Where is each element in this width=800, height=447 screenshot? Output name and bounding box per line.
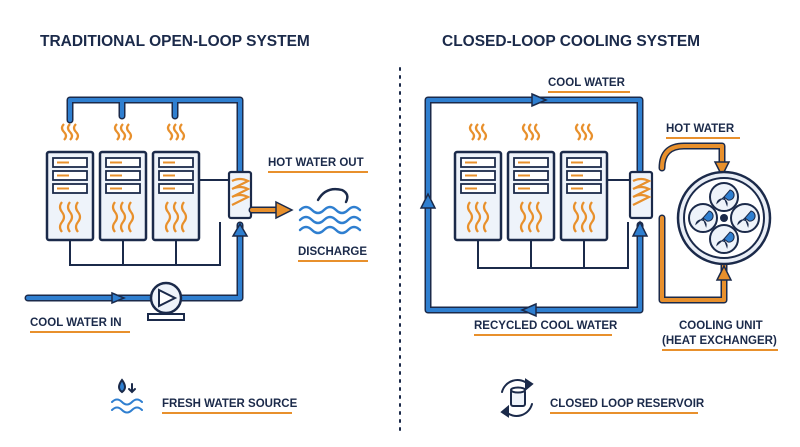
closed-loop-panel: CLOSED-LOOP COOLING SYSTEM — [419, 33, 778, 418]
server-rack-icon — [559, 150, 609, 242]
water-drop-icon — [111, 378, 143, 414]
hot-flow-arrow-icon — [715, 264, 733, 281]
flow-arrow-icon — [631, 220, 649, 237]
heat-wave-icon — [113, 122, 133, 142]
recycle-tank-icon — [500, 378, 534, 418]
heat-wave-icon — [574, 122, 594, 142]
heat-wave-icon — [468, 122, 488, 142]
discharge-label: DISCHARGE — [298, 246, 367, 258]
heat-exchanger-coil-icon — [227, 170, 253, 220]
hot-flow-arrow-icon — [713, 161, 731, 178]
closed-loop-title: CLOSED-LOOP COOLING SYSTEM — [442, 33, 700, 50]
fan-icon — [676, 170, 772, 266]
cooling-unit-label: COOLING UNIT — [679, 320, 763, 332]
flow-arrow-icon — [111, 291, 126, 305]
server-rack-icon — [45, 150, 95, 242]
hot-water-out-label: HOT WATER OUT — [268, 157, 364, 169]
discharge-waves-icon — [298, 187, 362, 235]
closed-loop-hot-pipes — [660, 144, 726, 302]
closed-loop-reservoir-legend: CLOSED LOOP RESERVOIR — [550, 398, 705, 410]
water-pump-icon — [147, 281, 185, 321]
flow-arrow-icon — [520, 302, 537, 318]
open-loop-title: TRADITIONAL OPEN-LOOP SYSTEM — [40, 33, 310, 50]
heat-wave-icon — [60, 122, 80, 142]
server-rack-icon — [151, 150, 201, 242]
cool-water-in-label: COOL WATER IN — [30, 317, 122, 329]
flow-arrow-icon — [419, 192, 437, 209]
open-loop-return-lines — [69, 179, 228, 266]
flow-arrow-icon — [231, 222, 249, 237]
recycled-cool-water-label: RECYCLED COOL WATER — [474, 320, 618, 332]
server-rack-icon — [506, 150, 556, 242]
open-loop-panel: TRADITIONAL OPEN-LOOP SYSTEM — [24, 33, 368, 414]
server-rack-icon — [98, 150, 148, 242]
fresh-water-source-legend: FRESH WATER SOURCE — [162, 398, 298, 410]
heat-wave-icon — [166, 122, 186, 142]
heat-exchanger-label: (HEAT EXCHANGER) — [662, 335, 777, 347]
hot-water-label: HOT WATER — [666, 123, 735, 135]
heat-exchanger-coil-icon — [628, 170, 654, 220]
flow-arrow-icon — [531, 92, 548, 108]
server-rack-icon — [453, 150, 503, 242]
closed-loop-return-lines — [477, 179, 630, 269]
hot-flow-arrow-icon — [275, 200, 294, 220]
cool-water-label: COOL WATER — [548, 77, 626, 89]
heat-wave-icon — [521, 122, 541, 142]
